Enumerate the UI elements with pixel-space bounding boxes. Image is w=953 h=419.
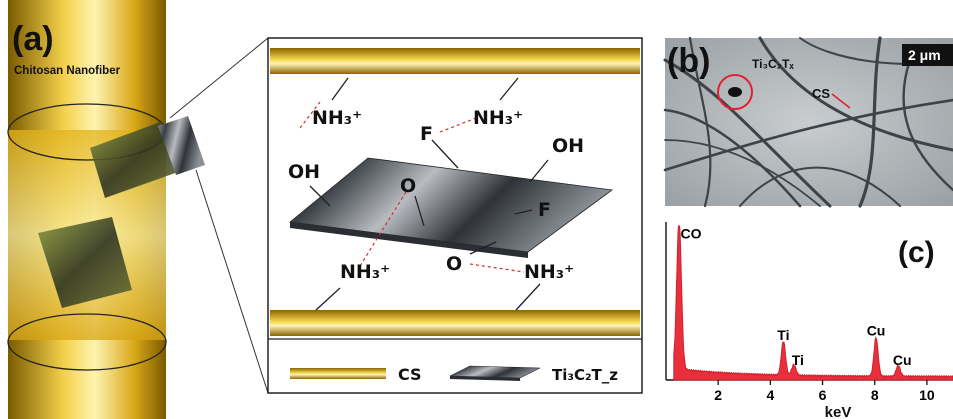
eds-peak-label-ti: Ti <box>792 352 804 368</box>
flake-circle-marker <box>717 74 753 110</box>
group-oh-right: OH <box>552 135 584 157</box>
eds-peak-label-ti: Ti <box>777 327 789 343</box>
group-nh3-bottom-left: NH₃⁺ <box>340 261 390 283</box>
mxene-particle <box>728 87 742 97</box>
group-nh3-top-right: NH₃⁺ <box>473 107 523 129</box>
scale-bar-label: 2 μm <box>908 47 941 63</box>
group-f-top: F <box>420 123 433 145</box>
tem-cs-label: CS <box>812 86 830 101</box>
legend-mxene-label: Ti₃C₂T_z <box>552 366 618 384</box>
group-o-center: O <box>400 175 416 197</box>
panel-b-label: (b) <box>667 42 710 80</box>
eds-x-axis-label: keV <box>825 404 852 419</box>
cs-layer-top <box>270 48 640 74</box>
cs-layer-bottom <box>270 310 640 336</box>
group-nh3-top-left: NH₃⁺ <box>312 107 362 129</box>
mxene-flake-upper <box>90 122 178 198</box>
eds-peak-label-cu: Cu <box>893 352 912 368</box>
eds-x-tick-label: 6 <box>819 387 827 403</box>
group-oh-left: OH <box>288 161 320 183</box>
hydrogen-bonds <box>299 101 525 273</box>
fiber-bottom-ellipse <box>7 313 167 371</box>
zoom-line-top <box>169 37 269 119</box>
panel-b-tem: Ti₃C₂Tₓ CS (b) 2 μm <box>663 36 953 208</box>
eds-peak-label-cu: Cu <box>867 323 886 339</box>
panel-a-label: (a) <box>12 20 54 58</box>
scale-bar-box <box>902 44 953 66</box>
eds-x-tick-label: 8 <box>871 387 879 403</box>
panel-c-label: (c) <box>898 236 935 269</box>
legend-cs-swatch <box>290 368 386 379</box>
group-o-bottom: O <box>446 253 462 275</box>
eds-x-tick-label: 2 <box>714 387 722 403</box>
mxene-sheet-edge <box>290 222 528 258</box>
panel-a-fiber: (a) Chitosan Nanofiber <box>7 0 269 419</box>
bond-lines <box>309 77 549 311</box>
mxene-flake-edge <box>158 116 205 175</box>
legend-cs-label: CS <box>398 365 422 384</box>
eds-x-tick-label: 10 <box>919 387 935 403</box>
cs-pointer <box>831 93 851 109</box>
tem-flake-label: Ti₃C₂Tₓ <box>752 57 794 71</box>
group-nh3-bottom-right: NH₃⁺ <box>524 261 574 283</box>
mxene-flake-lower <box>38 217 132 308</box>
zoom-line-bottom <box>195 169 269 394</box>
eds-spectrum-area <box>673 225 953 381</box>
fiber-title: Chitosan Nanofiber <box>14 65 121 77</box>
group-f-right: F <box>538 199 551 221</box>
eds-x-tick-label: 4 <box>766 387 774 403</box>
schematic-box: NH₃⁺ NH₃⁺ F OH OH O F NH₃⁺ O NH₃⁺ CS Ti₃… <box>267 37 643 394</box>
eds-peak-label-co: CO <box>681 226 702 242</box>
